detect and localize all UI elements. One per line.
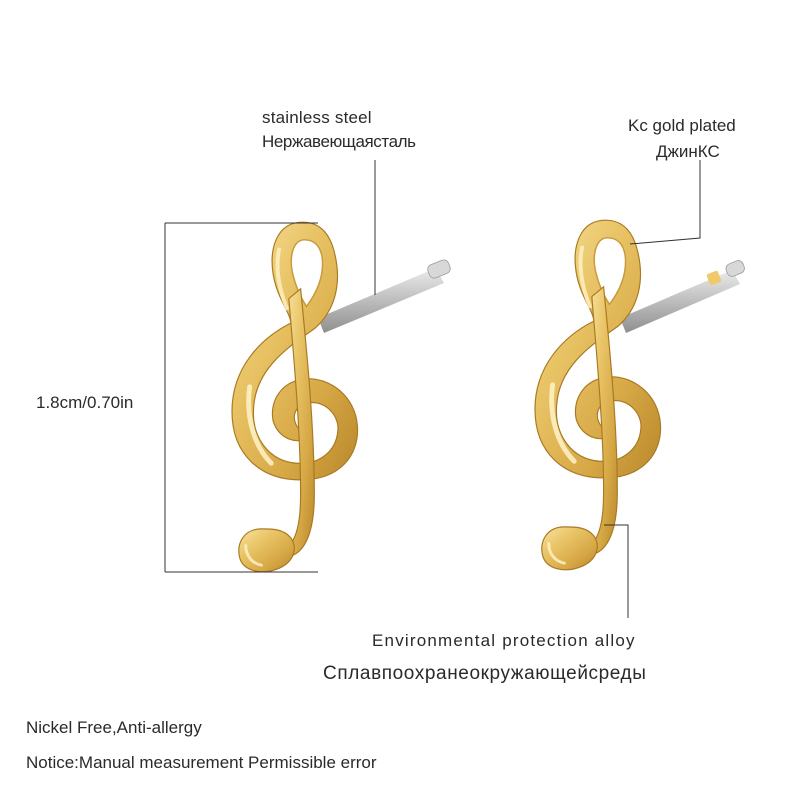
label-gold-plated: Kc gold plated: [628, 116, 736, 135]
right-earring-post: [620, 260, 745, 333]
label-alloy-ru: Сплавпоохранеокружающейсреды: [323, 663, 647, 684]
right-earring-clef: [535, 220, 661, 570]
label-alloy: Environmental protection alloy: [372, 631, 636, 650]
height-dimension-bracket: [164, 222, 318, 573]
label-size: 1.8cm/0.70in: [36, 393, 134, 412]
label-notice: Notice:Manual measurement Permissible er…: [26, 753, 377, 772]
label-gold-plated-ru: ДжинКС: [656, 142, 720, 161]
left-earring-post: [318, 259, 451, 333]
leader-line-gold: [629, 160, 701, 245]
label-nickel-free: Nickel Free,Anti-allergy: [26, 718, 202, 737]
label-stainless-steel: stainless steel: [262, 108, 372, 127]
label-stainless-steel-ru: Нержавеющаясталь: [262, 132, 416, 151]
leader-line-alloy: [604, 524, 629, 618]
left-earring-clef: [232, 222, 358, 572]
